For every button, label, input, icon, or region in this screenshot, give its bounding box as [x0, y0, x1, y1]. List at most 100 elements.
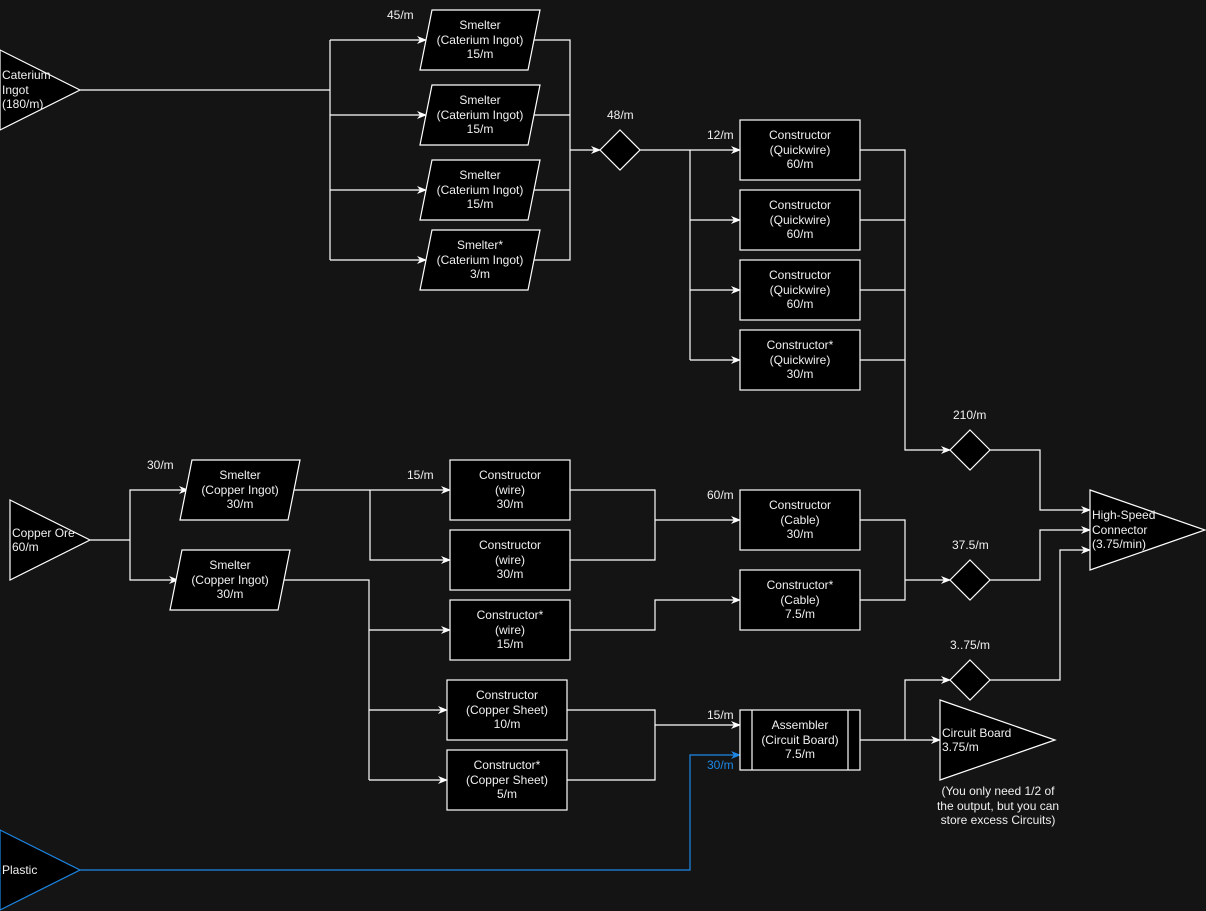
merger-circuit-shape[interactable] [949, 659, 991, 701]
node-title: Constructor [478, 468, 542, 483]
node-recipe: (Caterium Ingot) [436, 182, 524, 197]
node-title: Constructor [768, 128, 832, 143]
input-caterium: Caterium Ingot (180/m) [2, 50, 51, 130]
copper-smelter-2: Smelter (Copper Ingot) 30/m [170, 550, 290, 610]
caterium-smelter-4-shape[interactable] [419, 229, 541, 291]
input-plastic: Plastic [2, 830, 37, 910]
node-title: Smelter* [456, 238, 503, 253]
edge-smelter1-to-wire-2 [369, 490, 451, 564]
caterium-smelter-1-shape[interactable] [419, 9, 541, 71]
qw-constructor-2-shape[interactable] [739, 189, 861, 251]
node-rate: 30/m [226, 497, 254, 512]
node-rate: 60/m [786, 157, 814, 172]
qw-constructor-1: Constructor (Quickwire) 60/m [740, 120, 860, 180]
input-plastic-shape[interactable] [0, 829, 82, 911]
label-circuit-merge: 3..75/m [950, 638, 991, 652]
node-title: Smelter [459, 168, 501, 183]
qw-constructor-1-shape[interactable] [739, 119, 861, 181]
merger-quickwire-shape[interactable] [949, 429, 991, 471]
node-rate: 7.5/m [784, 747, 815, 762]
node-title: Constructor* [476, 608, 544, 623]
merger-cable-shape[interactable] [949, 559, 991, 601]
node-recipe: (Caterium Ingot) [436, 252, 524, 267]
node-title: Smelter [459, 93, 501, 108]
node-rate: 60/m [786, 227, 814, 242]
copper-smelter-2-shape[interactable] [169, 549, 291, 611]
output-hsc-shape[interactable] [1089, 489, 1206, 571]
wire-constructor-3-shape[interactable] [449, 599, 571, 661]
edge-cable-to-hsc [990, 526, 1091, 581]
wire-constructor-1: Constructor (wire) 30/m [450, 460, 570, 520]
caterium-smelter-1: Smelter (Caterium Ingot) 15/m [420, 10, 540, 70]
node-title: Constructor* [473, 758, 541, 773]
input-plastic-line-1: Plastic [2, 862, 38, 877]
edge-to-copper-smelter-2 [129, 540, 179, 584]
qw-constructor-3: Constructor (Quickwire) 60/m [740, 260, 860, 320]
output-hsc: High-Speed Connector (3.75/min) [1092, 490, 1155, 570]
cable-constructor-1-shape[interactable] [739, 489, 861, 551]
sheet-constructor-1-shape[interactable] [446, 679, 568, 741]
caterium-smelter-3-shape[interactable] [419, 159, 541, 221]
node-title: Smelter [459, 18, 501, 33]
node-recipe: (wire) [495, 552, 525, 567]
copper-smelter-1-shape[interactable] [179, 459, 301, 521]
caterium-smelter-2-shape[interactable] [419, 84, 541, 146]
node-recipe: (Copper Sheet) [465, 772, 549, 787]
node-rate: 15/m [466, 122, 494, 137]
input-copper-line-1: Copper Ore [12, 525, 75, 540]
node-rate: 5/m [496, 787, 517, 802]
node-title: Assembler [771, 718, 829, 733]
label-quickwire-split: 12/m [707, 128, 734, 142]
input-copper: Copper Ore 60/m [12, 500, 75, 580]
sheet-constructor-1: Constructor (Copper Sheet) 10/m [447, 680, 567, 740]
edge-circuit-to-hsc [990, 546, 1091, 681]
wire-constructor-2-shape[interactable] [449, 529, 571, 591]
output-hsc-line-2: Connector [1092, 522, 1148, 537]
input-copper-line-2: 60/m [12, 540, 39, 554]
node-recipe: (Caterium Ingot) [436, 107, 524, 122]
wire-constructor-1-shape[interactable] [449, 459, 571, 521]
node-recipe: (Quickwire) [769, 282, 831, 297]
input-caterium-shape[interactable] [0, 49, 82, 131]
edge-to-copper-smelter-1 [129, 486, 189, 540]
output-circuit-line-2: 3.75/m [942, 740, 979, 754]
input-caterium-line-2: Ingot [2, 82, 29, 97]
node-rate: 15/m [466, 47, 494, 62]
node-recipe: (wire) [495, 482, 525, 497]
sheet-constructor-2-shape[interactable] [446, 749, 568, 811]
node-rate: 15/m [466, 197, 494, 212]
input-copper-shape[interactable] [9, 499, 92, 581]
merger-caterium-shape[interactable] [599, 129, 641, 171]
cable-constructor-1: Constructor (Cable) 30/m [740, 490, 860, 550]
edge-smelter2-bus [282, 579, 370, 780]
edge-caterium-merge-1 [530, 39, 571, 261]
node-title: Constructor [768, 198, 832, 213]
output-circuit: Circuit Board 3.75/m [942, 700, 1011, 780]
node-recipe: (Quickwire) [769, 142, 831, 157]
node-recipe: (Cable) [780, 592, 820, 607]
assembler-shape[interactable] [739, 709, 861, 771]
node-recipe: (Copper Sheet) [465, 702, 549, 717]
label-copper-split: 30/m [147, 458, 174, 472]
output-hsc-line-3: (3.75/min) [1092, 537, 1147, 552]
node-title: Constructor* [766, 578, 834, 593]
qw-constructor-2: Constructor (Quickwire) 60/m [740, 190, 860, 250]
output-circuit-shape[interactable] [939, 699, 1057, 781]
qw-constructor-3-shape[interactable] [739, 259, 861, 321]
edge-assembler-to-diamond [904, 676, 951, 740]
node-title: Constructor* [766, 338, 834, 353]
edge-cable-merge [860, 519, 906, 601]
node-rate: 30/m [496, 497, 524, 512]
label-plastic-to-assembler: 30/m [707, 758, 734, 772]
wire-constructor-3: Constructor* (wire) 15/m [450, 600, 570, 660]
edge-sheet-merge [567, 709, 656, 781]
assembler: Assembler (Circuit Board) 7.5/m [740, 710, 860, 770]
node-title: Smelter [219, 468, 261, 483]
qw-constructor-4-shape[interactable] [739, 329, 861, 391]
node-recipe: (Caterium Ingot) [436, 32, 524, 47]
node-rate: 3/m [469, 267, 490, 282]
edge-plastic-to-assembler [80, 751, 741, 871]
wire-constructor-2: Constructor (wire) 30/m [450, 530, 570, 590]
cable-constructor-2-shape[interactable] [739, 569, 861, 631]
node-rate: 30/m [786, 527, 814, 542]
